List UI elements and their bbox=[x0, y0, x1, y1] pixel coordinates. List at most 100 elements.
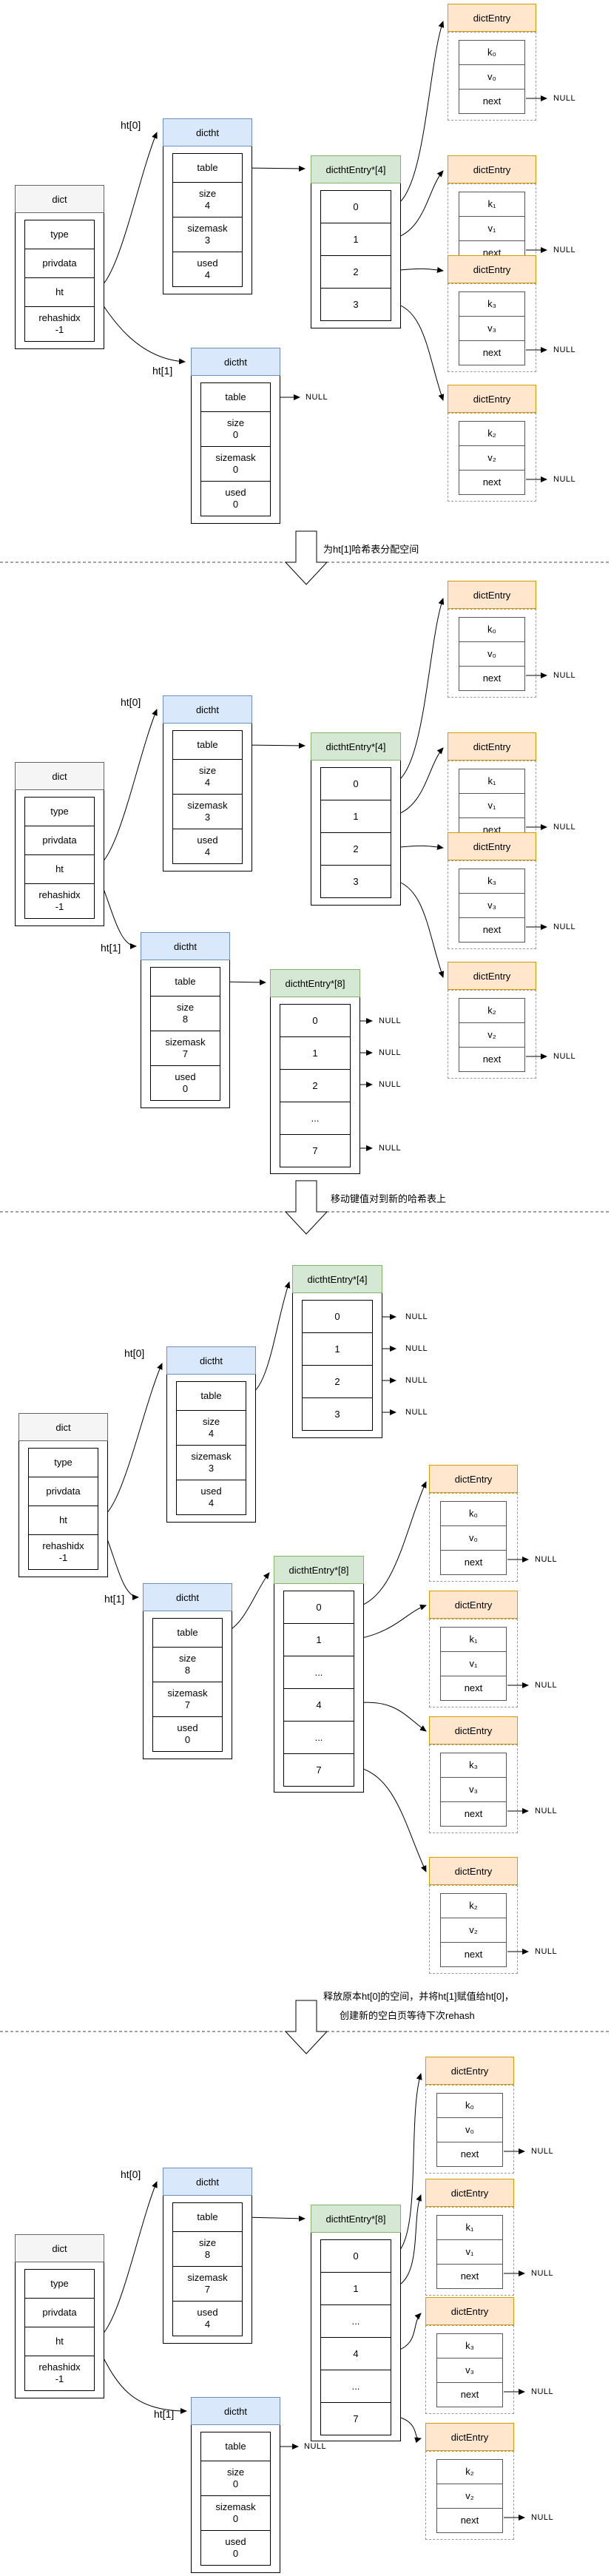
field-size: size 8 bbox=[151, 996, 220, 1031]
entry-next: next bbox=[441, 1676, 506, 1700]
field-used: used 0 bbox=[201, 2530, 270, 2565]
p3-array8-title: dicthtEntry*[8] bbox=[274, 1556, 364, 1584]
p1-ht0-dictht: dictht table size 4 sizemask 3 used 4 bbox=[163, 118, 252, 294]
field-size: size 4 bbox=[173, 759, 242, 794]
p1-array4-title: dicthtEntry*[4] bbox=[311, 155, 401, 183]
p2-array8-title: dicthtEntry*[8] bbox=[270, 969, 360, 997]
slot-7: 7 bbox=[280, 1134, 350, 1167]
entry-key: k₀ bbox=[465, 2100, 474, 2111]
null-label: NULL bbox=[304, 2442, 327, 2451]
slot-3: 3 bbox=[321, 865, 391, 897]
null-label: NULL bbox=[405, 1408, 428, 1417]
step-arrow-3 bbox=[284, 2000, 328, 2054]
entry-value: v₀ bbox=[459, 641, 524, 666]
null-label: NULL bbox=[306, 393, 328, 402]
p1-entry-k3-title: dictEntry bbox=[448, 255, 536, 283]
p2-ht1-dictht: dictht table size 8 sizemask 7 used 0 bbox=[141, 932, 230, 1108]
p1-arrow-table-arr4 bbox=[243, 165, 306, 172]
slot-1: 1 bbox=[321, 2272, 391, 2304]
p3-entry-k2-title: dictEntry bbox=[429, 1857, 518, 1885]
entry-value: v₀ bbox=[437, 2117, 502, 2142]
p3-array8: dicthtEntry*[8] 0 1 ... 4 ... 7 bbox=[274, 1556, 364, 1793]
p3-ht1-dictht: dictht table size 8 sizemask 7 used 0 bbox=[143, 1583, 232, 1759]
p3-arrow-ht0 bbox=[98, 1363, 163, 1520]
p3-array4: dicthtEntry*[4] 0 1 2 3 bbox=[292, 1265, 382, 1438]
p3-entry-k3-title: dictEntry bbox=[429, 1716, 518, 1744]
p2-entry-k1-title: dictEntry bbox=[448, 732, 536, 761]
slot-0: 0 bbox=[334, 1310, 340, 1322]
slot-2: 2 bbox=[321, 255, 391, 288]
p1-ht1-dictht-title: dictht bbox=[191, 348, 280, 376]
p3-ht0-dictht: dictht table size 4 sizemask 3 used 4 bbox=[166, 1346, 256, 1523]
p4-array8-title: dicthtEntry*[8] bbox=[311, 2205, 401, 2233]
slot-3: 3 bbox=[303, 1397, 372, 1430]
p2-array4-title: dicthtEntry*[4] bbox=[311, 732, 401, 761]
p2-array8: dicthtEntry*[8] 0 1 2 ... 7 bbox=[270, 969, 360, 1174]
p1-entry-k0: dictEntry k₀ v₀ next bbox=[448, 4, 536, 121]
field-sizemask: sizemask 3 bbox=[173, 794, 242, 829]
p1-dict: dict type privdata ht rehashidx -1 bbox=[15, 185, 104, 349]
field-table: table bbox=[225, 2441, 246, 2452]
slot-0: 0 bbox=[316, 1601, 322, 1613]
field-privdata: privdata bbox=[25, 826, 94, 854]
null-label: NULL bbox=[405, 1312, 428, 1321]
p2-entry-k3: dictEntry k₃ v₃ next bbox=[448, 832, 536, 949]
field-ht: ht bbox=[25, 2327, 94, 2356]
field-sizemask: sizemask 3 bbox=[173, 217, 242, 252]
field-ht: ht bbox=[25, 277, 94, 306]
field-table: table bbox=[197, 739, 218, 751]
null-label: NULL bbox=[553, 345, 576, 354]
p3-entry-k0-title: dictEntry bbox=[429, 1465, 518, 1493]
field-rehashidx: rehashidx -1 bbox=[25, 883, 94, 918]
null-label: NULL bbox=[531, 2387, 554, 2396]
p3-entry-k3: dictEntry k₃ v₃ next bbox=[429, 1716, 518, 1833]
p3-entry-k1-title: dictEntry bbox=[429, 1591, 518, 1619]
p4-entry-k0-title: dictEntry bbox=[425, 2057, 514, 2085]
entry-key: k₂ bbox=[487, 1005, 496, 1016]
p4-entry-k2: dictEntry k₂ v₂ next bbox=[425, 2423, 514, 2540]
step-arrow-1 bbox=[284, 530, 328, 585]
field-used: used 0 bbox=[201, 481, 270, 516]
null-label: NULL bbox=[535, 1555, 558, 1564]
p1-entry-k2-title: dictEntry bbox=[448, 385, 536, 413]
p2-arrow-slot0-entry bbox=[391, 598, 445, 785]
p2-entry-k0: dictEntry k₀ v₀ next bbox=[448, 581, 536, 698]
p1-entry-k0-title: dictEntry bbox=[448, 4, 536, 32]
entry-key: k₀ bbox=[469, 1508, 478, 1520]
null-label: NULL bbox=[553, 246, 576, 254]
p3-arrow-slot1-entry bbox=[354, 1604, 427, 1640]
field-used: used 4 bbox=[173, 2301, 242, 2336]
field-size: size 4 bbox=[177, 1410, 246, 1445]
p3-ht0-label: ht[0] bbox=[124, 1347, 145, 1359]
p4-arrow-table-arr8 bbox=[243, 2215, 306, 2222]
entry-key: k₁ bbox=[487, 198, 496, 210]
p4-entry-k3-title: dictEntry bbox=[425, 2297, 514, 2325]
slot-0: 0 bbox=[312, 1014, 318, 1026]
field-sizemask: sizemask 3 bbox=[177, 1445, 246, 1480]
field-type: type bbox=[50, 2278, 69, 2290]
field-size: size 0 bbox=[201, 411, 270, 446]
null-label: NULL bbox=[405, 1344, 428, 1353]
entry-next: next bbox=[441, 1942, 506, 1966]
p1-arrow-ht1 bbox=[94, 291, 186, 365]
null-label: NULL bbox=[535, 1807, 558, 1815]
p4-ht1-dictht: dictht table size 0 sizemask 0 used 0 bbox=[191, 2397, 280, 2573]
field-table: table bbox=[225, 391, 246, 403]
p1-entry-k1-title: dictEntry bbox=[448, 155, 536, 183]
p2-entry-k0-title: dictEntry bbox=[448, 581, 536, 609]
slot-0: 0 bbox=[353, 2250, 359, 2262]
p4-arrow-ht1 bbox=[94, 2341, 187, 2414]
slot-7: 7 bbox=[321, 2402, 391, 2435]
p4-ht0-dictht-title: dictht bbox=[163, 2168, 252, 2196]
entry-key: k₂ bbox=[469, 1900, 478, 1912]
entry-key: k₀ bbox=[487, 47, 496, 58]
field-type: type bbox=[50, 806, 69, 817]
slot-ellipsis: ... bbox=[321, 2370, 391, 2402]
p4-ht1-dictht-title: dictht bbox=[191, 2397, 280, 2425]
null-label: NULL bbox=[535, 1681, 558, 1690]
field-type: type bbox=[54, 1457, 72, 1469]
slot-1: 1 bbox=[321, 223, 391, 255]
slot-2: 2 bbox=[303, 1365, 372, 1397]
step-3-line1: 释放原本ht[0]的空间，并将ht[1]赋值给ht[0]， bbox=[323, 1991, 514, 2002]
field-table: table bbox=[197, 2211, 218, 2223]
